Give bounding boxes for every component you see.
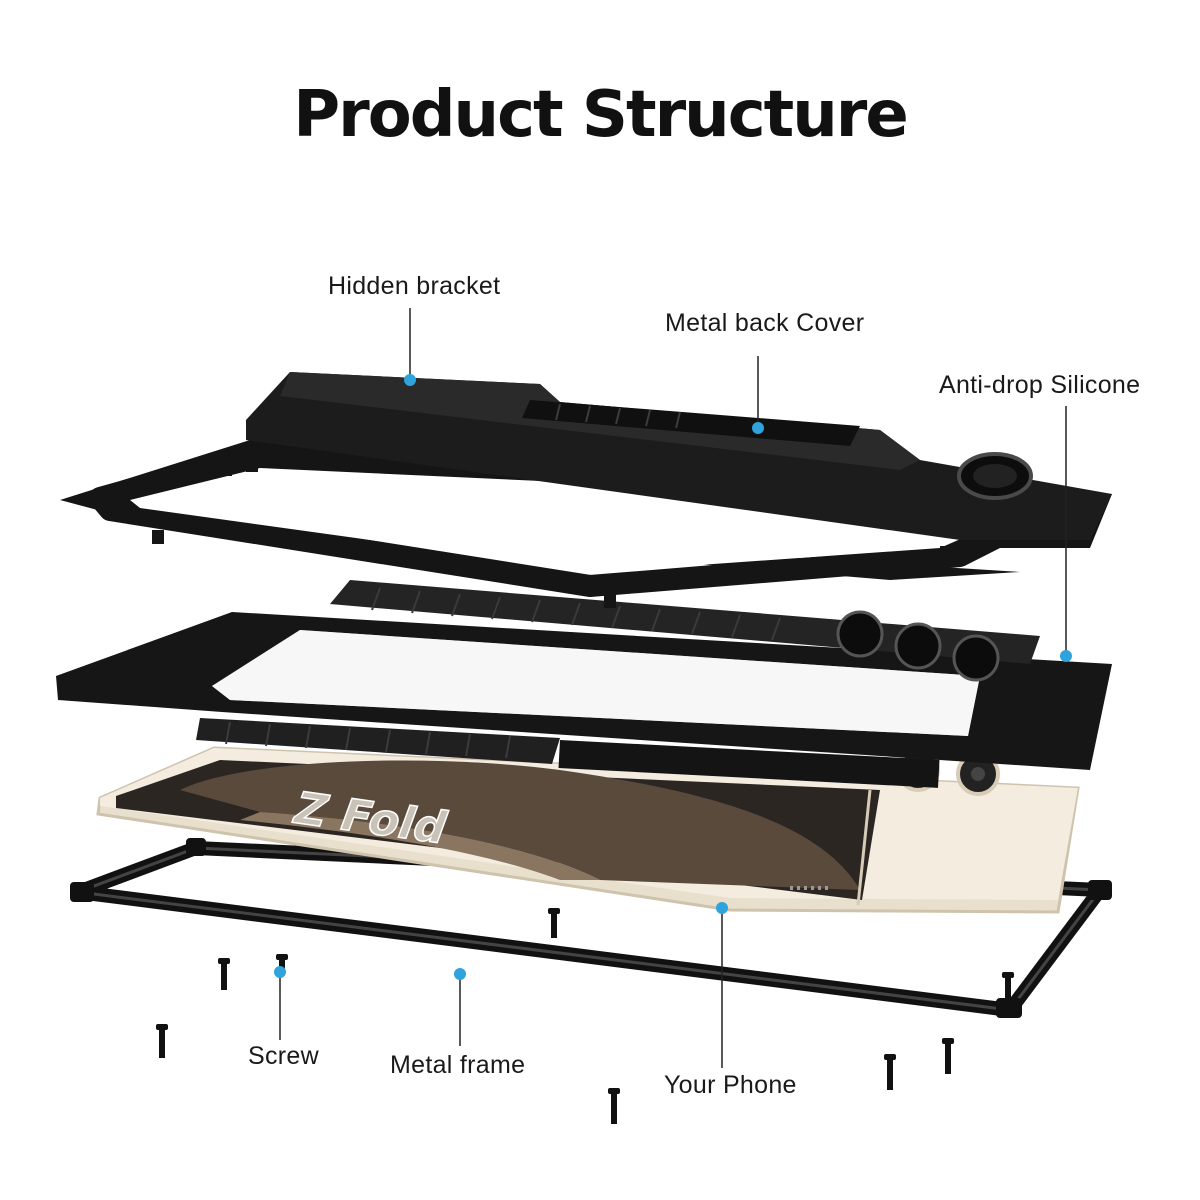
callout-dot [716,902,728,914]
label-metal-frame: Metal frame [390,1051,526,1079]
callout-dot [454,968,466,980]
label-your-phone: Your Phone [664,1071,797,1099]
label-hidden-bracket: Hidden bracket [328,272,501,300]
leader-lines [279,308,1067,1068]
callout-dots [274,374,1072,980]
metal-back-cover [60,372,1112,608]
screw [608,1088,620,1124]
anti-drop-silicone [56,580,1112,788]
label-anti-drop-silicone: Anti-drop Silicone [939,371,1141,399]
page-title: Product Structure [293,78,909,152]
screw [156,1024,168,1058]
screw [1002,972,1014,1006]
screw [218,958,230,990]
callout-dot [404,374,416,386]
screw [942,1038,954,1074]
metal-frame [70,838,1112,1018]
callout-dot [752,422,764,434]
screw [884,1054,896,1090]
label-metal-back-cover: Metal back Cover [665,309,865,337]
callout-dot [274,966,286,978]
label-screw: Screw [248,1042,319,1070]
screw [548,908,560,938]
screws [156,908,1014,1124]
callout-dot [1060,650,1072,662]
